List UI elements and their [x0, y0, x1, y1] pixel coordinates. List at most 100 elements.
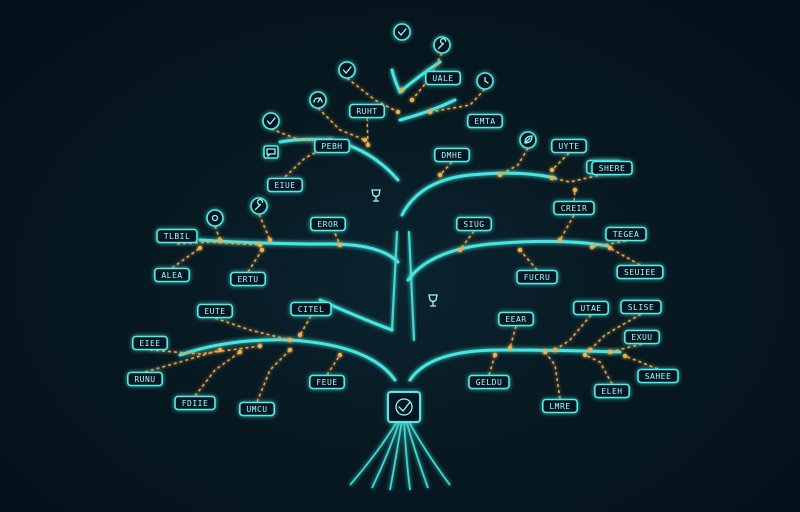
connector-line: [258, 213, 271, 241]
gauge-icon: [309, 91, 327, 109]
connector-line: [429, 88, 486, 113]
tree-node: EMTA: [466, 113, 503, 129]
tree-node: GELDU: [468, 374, 510, 390]
tree-node: SEUIEE: [616, 264, 664, 280]
connector-line: [439, 161, 453, 176]
tree-node: LMRE: [541, 398, 578, 414]
connector-dot: [497, 172, 503, 178]
tree-node: SLISE: [620, 299, 662, 315]
connector-line: [499, 147, 529, 176]
trunk: [390, 38, 416, 394]
nodes-layer: UALERUHTEMTADMHEUYTEFGUTEIUEERORTLBILSIU…: [127, 70, 679, 417]
tree-node: UTAE: [572, 300, 609, 316]
tree-node: FDIIE: [174, 395, 216, 411]
connector-dot: [267, 237, 273, 243]
tree-node-box: [308, 374, 345, 390]
tree-node-label: DMHE: [441, 151, 462, 160]
tree-node-label: ELEH: [601, 387, 622, 396]
connector-line: [584, 354, 613, 385]
connector-dot: [589, 244, 595, 250]
tree-node-box: [466, 113, 503, 129]
tree-node-label: EEAR: [505, 315, 526, 324]
root-lines: [349, 419, 451, 491]
tree-node: ELEH: [593, 383, 630, 399]
tree-node-box: [348, 103, 385, 119]
connector-line: [214, 225, 221, 241]
tree-node-label: PEBH: [321, 142, 342, 151]
tree-node-box: [239, 401, 276, 417]
tree-node-box: [174, 395, 216, 411]
connector-line: [488, 354, 496, 376]
tree-node-label: UMCU: [246, 405, 267, 414]
connector-dot: [427, 109, 433, 115]
tree-node-label: ERTU: [237, 275, 258, 284]
tree-node: FEUE: [308, 374, 345, 390]
connector-line: [144, 349, 221, 373]
check-shield-icon: [395, 398, 413, 416]
tree-node-box: [593, 383, 630, 399]
connector-dot: [287, 347, 293, 353]
connector-dot: [257, 343, 263, 349]
connector-line: [149, 345, 261, 355]
tree-node-box: [468, 374, 510, 390]
tree-node: TLBIL: [156, 228, 198, 244]
goblet-icon: [371, 189, 381, 202]
tree-node: CREIR: [553, 200, 595, 216]
connector-line: [317, 107, 366, 141]
tree-node-box: [620, 299, 662, 315]
connector-line: [544, 351, 561, 400]
connector-line: [194, 351, 241, 397]
tree-node-label: EMTA: [474, 117, 495, 126]
tree-node: SIUG: [455, 216, 492, 232]
connector-dot: [437, 172, 443, 178]
connector-dot: [557, 237, 563, 243]
tree-node-label: UALE: [432, 74, 453, 83]
tree-node: RUNU: [127, 371, 164, 387]
connector-dot: [365, 142, 371, 148]
connector-dot: [549, 167, 555, 173]
connector-line: [559, 214, 575, 241]
tree-node-label: CREIR: [561, 204, 588, 213]
tree-node-box: [154, 267, 191, 283]
tree-node: RUHT: [348, 103, 385, 119]
tree-node-box: [637, 368, 679, 384]
leaf-icon: [519, 131, 537, 149]
tree-node: TEGEA: [605, 226, 647, 242]
tree-node-label: TEGEA: [613, 230, 640, 239]
connector-line: [299, 315, 312, 336]
connector-line: [247, 249, 263, 273]
icons-layer: [206, 23, 537, 307]
tree-node-box: [156, 228, 198, 244]
tree-node-box: [433, 147, 470, 163]
connector-line: [589, 313, 642, 351]
tree-node-label: EIUE: [274, 181, 295, 190]
connector-dot: [337, 352, 343, 358]
connector-line: [609, 247, 641, 266]
tree-node: UMCU: [239, 401, 276, 417]
tree-node-label: CITEL: [298, 305, 325, 314]
tree-node: EIEE: [132, 335, 169, 351]
tree-node-box: [309, 216, 346, 232]
connector-dot: [237, 349, 243, 355]
connector-line: [551, 152, 570, 171]
target-icon: [206, 209, 224, 227]
tree-node: PEBH: [313, 138, 350, 154]
connector-line: [171, 247, 201, 269]
connector-dot: [492, 352, 498, 358]
tree-node-label: FEUE: [316, 378, 337, 387]
tree-node-label: UYTE: [558, 142, 579, 151]
tree-node-label: ALEA: [161, 271, 182, 280]
tree-node: DMHE: [433, 147, 470, 163]
connector-line: [519, 249, 538, 271]
tree-node-label: SLISE: [628, 303, 655, 312]
connector-dot: [622, 353, 628, 359]
connector-dot: [409, 97, 415, 103]
connector-line: [509, 325, 517, 349]
tree-node-label: EROR: [317, 220, 338, 229]
tree-node-box: [132, 335, 169, 351]
root-icon-box: [387, 391, 421, 423]
connector-dot: [549, 175, 555, 181]
connector-dot: [552, 347, 558, 353]
connector-dot: [517, 247, 523, 253]
tree-node: UYTE: [550, 138, 587, 154]
